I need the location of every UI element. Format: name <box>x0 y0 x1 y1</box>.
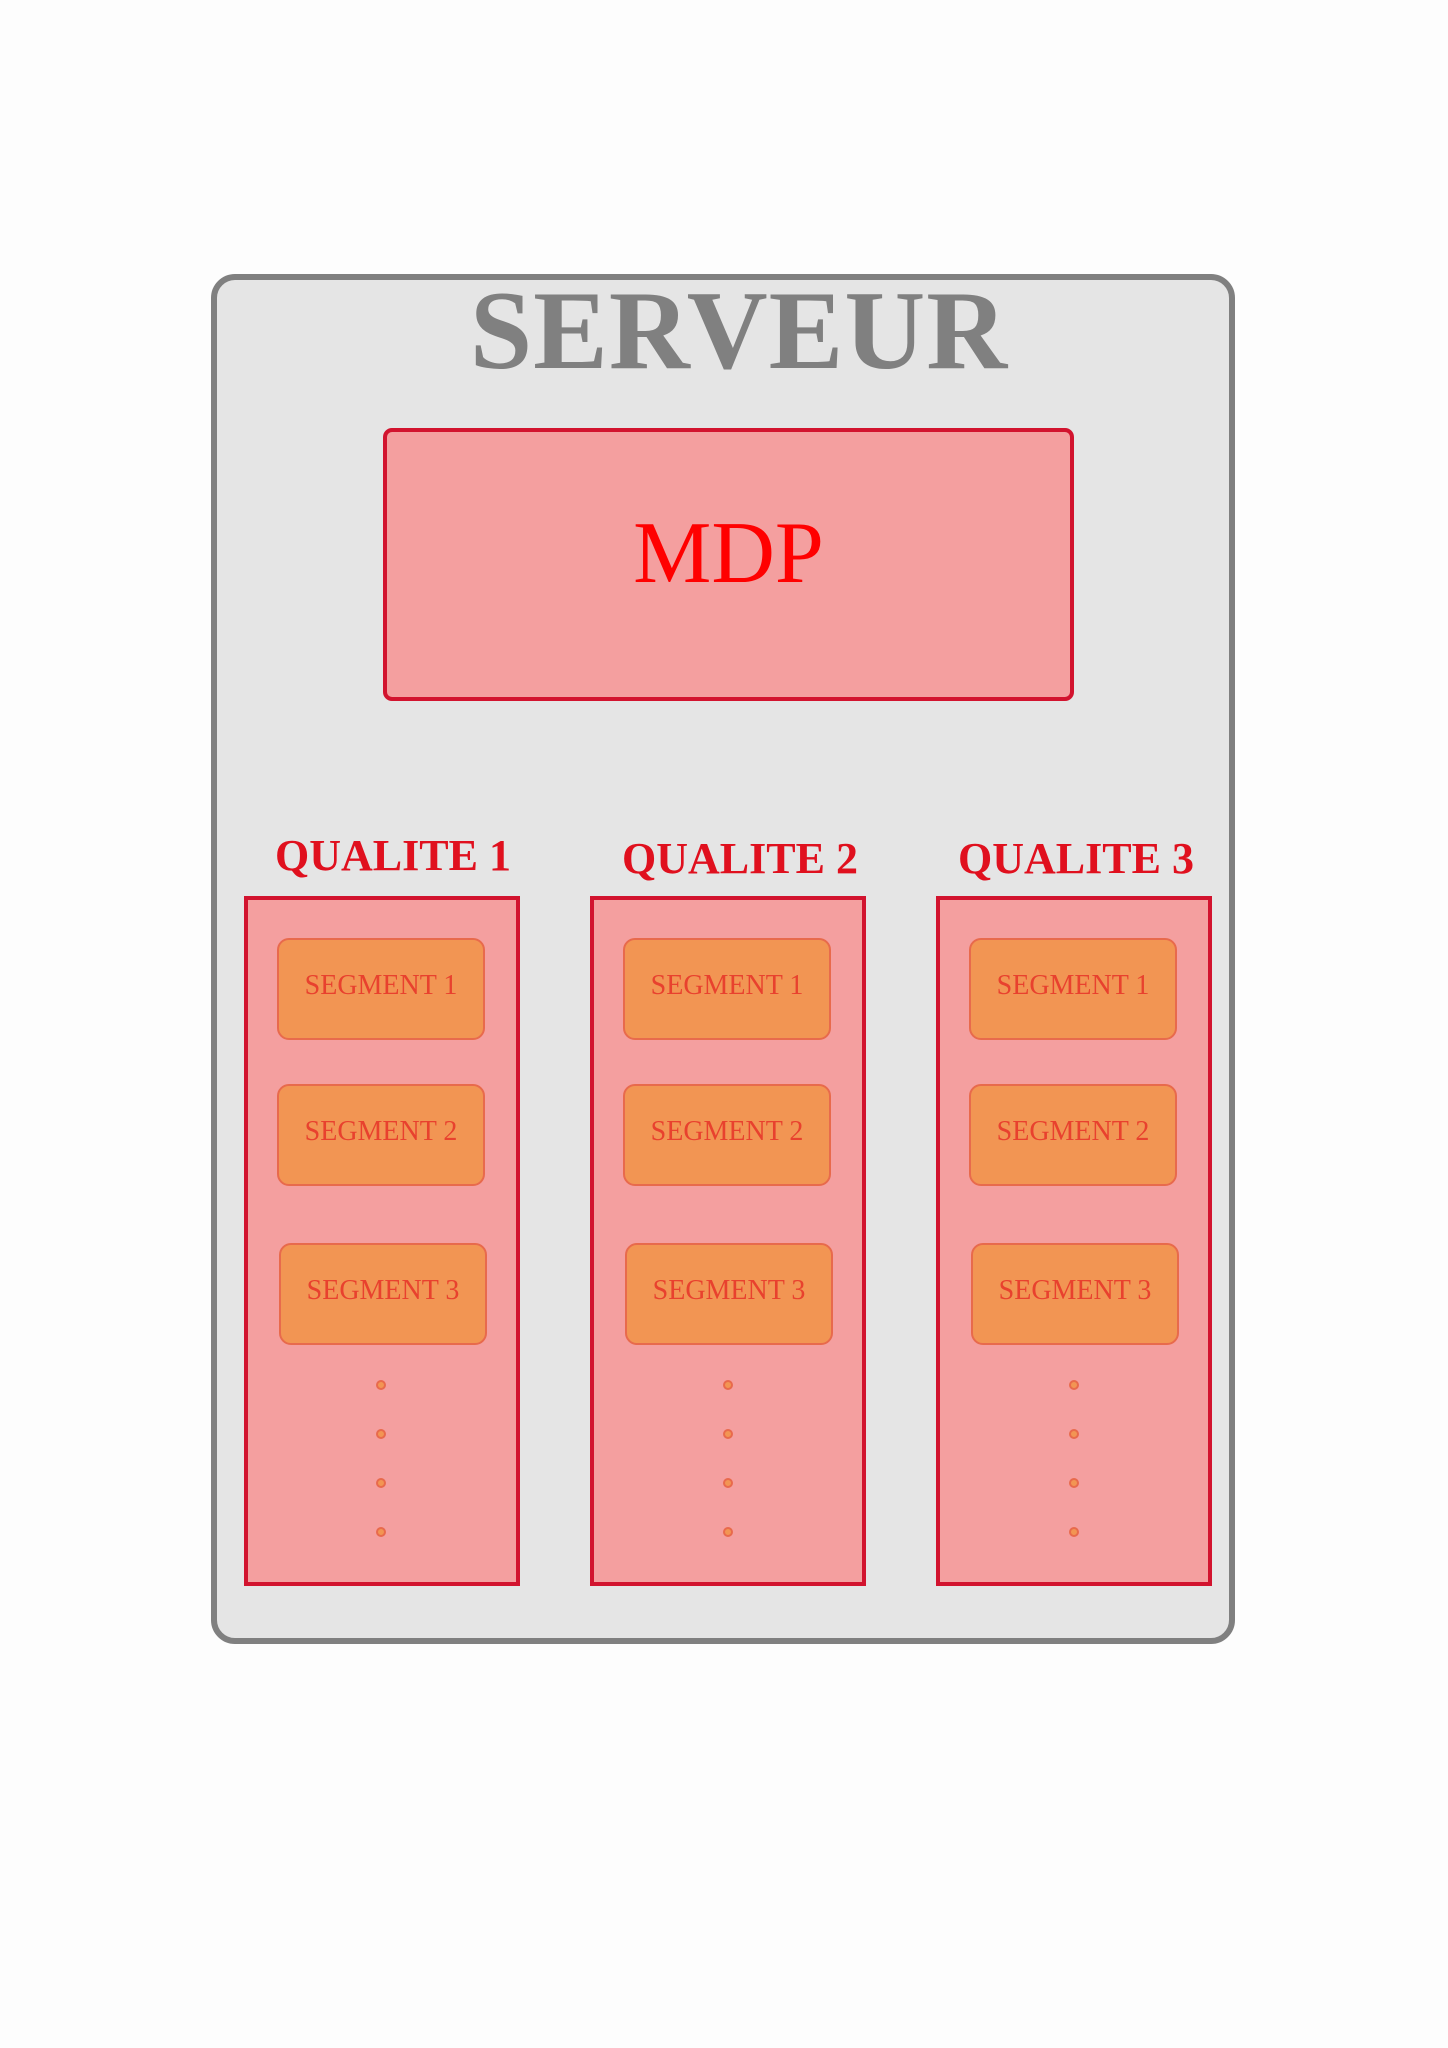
ellipsis-dot <box>376 1478 386 1488</box>
server-title: SERVEUR <box>469 269 1009 393</box>
quality-3-column: SEGMENT 1 SEGMENT 2 SEGMENT 3 <box>936 896 1212 1586</box>
mdp-label: MDP <box>633 504 824 602</box>
ellipsis-dot <box>1069 1478 1079 1488</box>
segment-label: SEGMENT 1 <box>650 970 804 1001</box>
ellipsis-dot <box>723 1380 733 1390</box>
segment-label: SEGMENT 1 <box>304 970 458 1001</box>
quality-1-segment-1: SEGMENT 1 <box>277 938 485 1040</box>
segment-label: SEGMENT 2 <box>996 1116 1150 1147</box>
quality-1-segment-2: SEGMENT 2 <box>277 1084 485 1186</box>
ellipsis-dot <box>376 1380 386 1390</box>
quality-2-title: QUALITE 2 <box>622 834 858 883</box>
ellipsis-dot <box>723 1527 733 1537</box>
segment-label: SEGMENT 1 <box>996 970 1150 1001</box>
segment-label: SEGMENT 3 <box>306 1275 460 1306</box>
mdp-box: MDP <box>383 428 1074 701</box>
quality-2-column: SEGMENT 1 SEGMENT 2 SEGMENT 3 <box>590 896 866 1586</box>
ellipsis-dot <box>1069 1380 1079 1390</box>
quality-3-segment-3: SEGMENT 3 <box>971 1243 1179 1345</box>
ellipsis-dot <box>723 1478 733 1488</box>
segment-label: SEGMENT 3 <box>998 1275 1152 1306</box>
quality-1-segment-3: SEGMENT 3 <box>279 1243 487 1345</box>
ellipsis-dot <box>376 1527 386 1537</box>
segment-label: SEGMENT 2 <box>304 1116 458 1147</box>
quality-3-segment-2: SEGMENT 2 <box>969 1084 1177 1186</box>
quality-3-title: QUALITE 3 <box>958 834 1194 883</box>
quality-2-segment-1: SEGMENT 1 <box>623 938 831 1040</box>
ellipsis-dot <box>376 1429 386 1439</box>
quality-1-column: SEGMENT 1 SEGMENT 2 SEGMENT 3 <box>244 896 520 1586</box>
ellipsis-dot <box>1069 1429 1079 1439</box>
quality-3-segment-1: SEGMENT 1 <box>969 938 1177 1040</box>
ellipsis-dot <box>1069 1527 1079 1537</box>
quality-1-title: QUALITE 1 <box>275 831 511 880</box>
segment-label: SEGMENT 3 <box>652 1275 806 1306</box>
quality-2-segment-2: SEGMENT 2 <box>623 1084 831 1186</box>
ellipsis-dot <box>723 1429 733 1439</box>
quality-2-segment-3: SEGMENT 3 <box>625 1243 833 1345</box>
segment-label: SEGMENT 2 <box>650 1116 804 1147</box>
